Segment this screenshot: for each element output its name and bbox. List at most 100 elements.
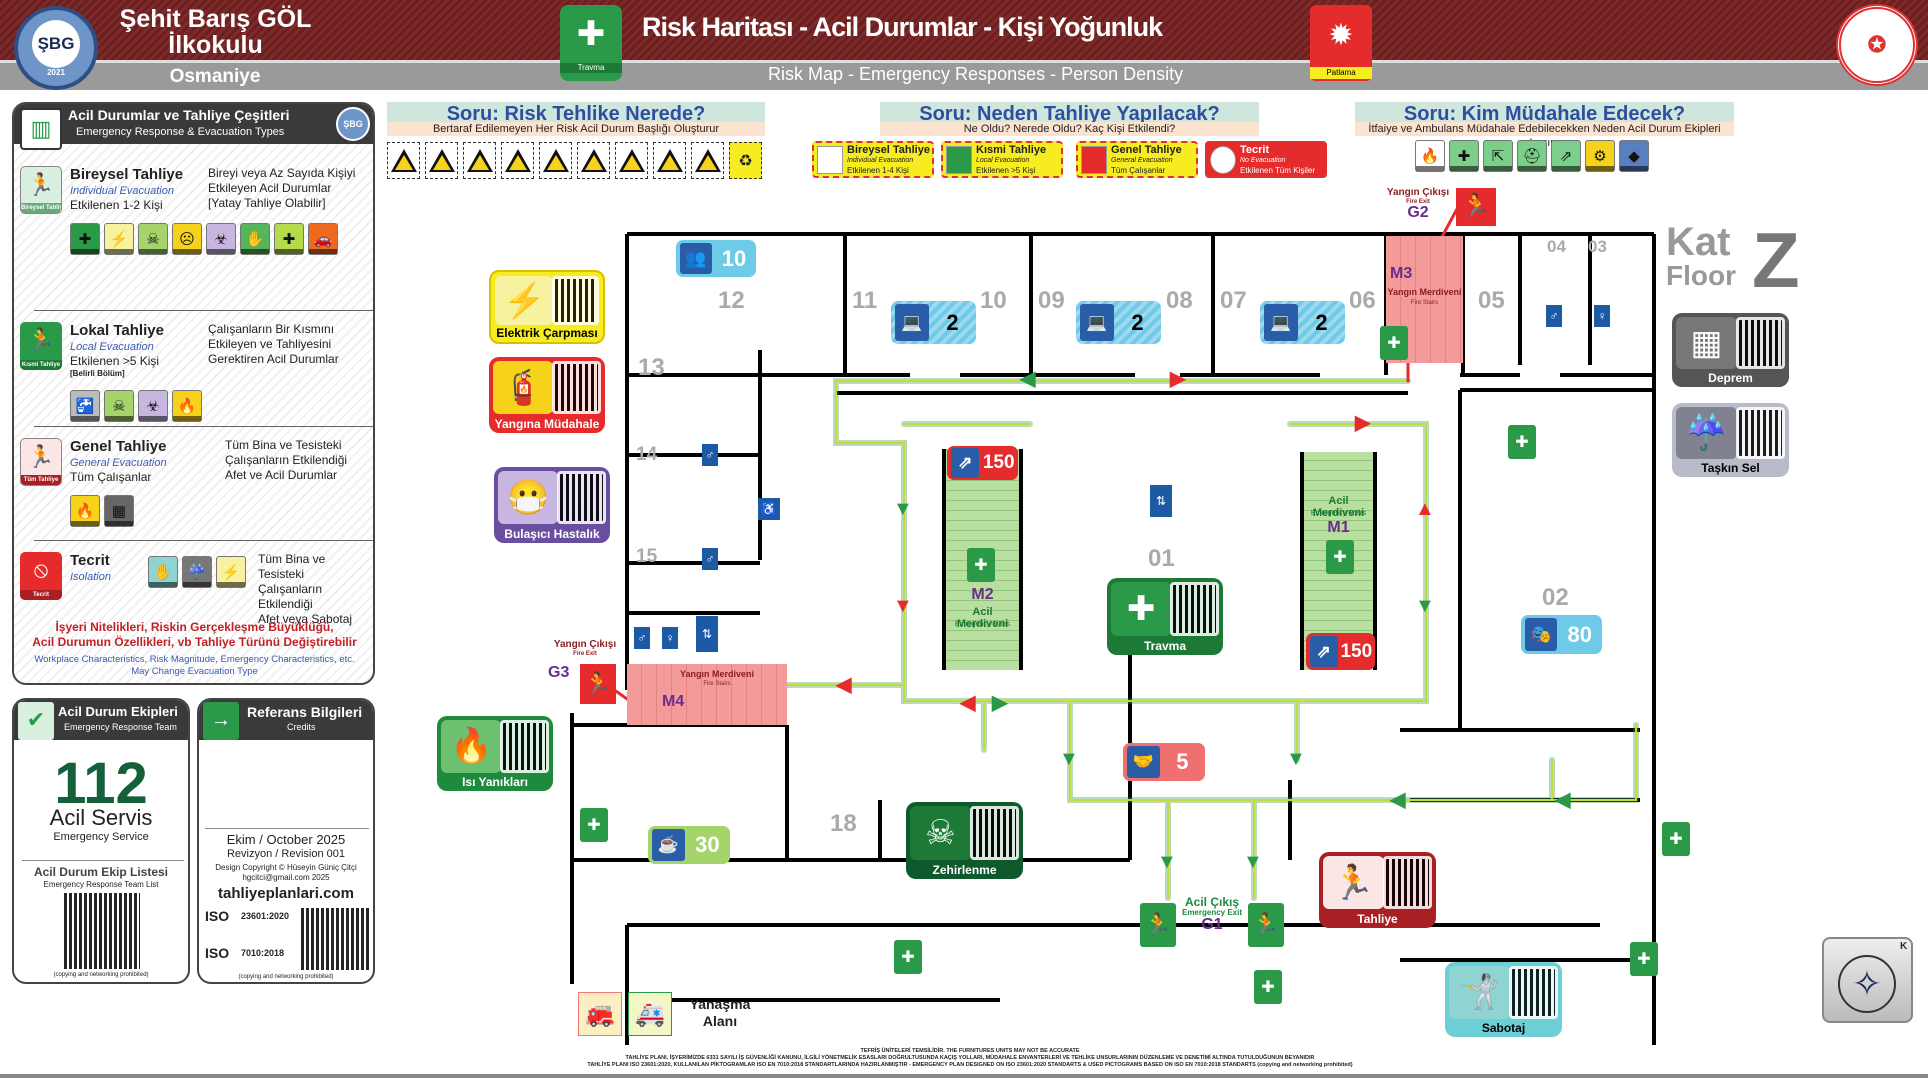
type-bireysel: 🏃 Bireysel Tahliye Bireysel Tahliye Indi… [20,166,365,286]
card-label: Taşkın Sel [1701,461,1760,475]
type-desc: Tüm Bina ve Tesisteki Çalışanların Etkil… [258,552,353,626]
capacity-badge: 💻2 [891,301,976,344]
type-desc: Çalışanların Bir Kısmını Etkileyen ve Ta… [208,322,339,366]
risk-card-earthquake[interactable]: ▦Deprem [1672,313,1789,387]
footer: TEFRİŞ ÜNİTELERİ TEMSİLİDİR. THE FURNITU… [500,1048,1440,1069]
qr-code [500,720,549,773]
risk-card-trauma[interactable]: ✚Travma [1107,578,1223,655]
card-label: Tahliye [1357,912,1398,926]
floor-code: Z [1752,216,1800,304]
first-aid-sign-icon: ✚ [1630,942,1658,976]
logo-year: 2021 [47,67,65,77]
capacity-badge: 👥10 [676,240,756,277]
type-genel: 🏃 Tüm Tahliye Genel Tahliye General Evac… [20,438,365,528]
capacity-value: 150 [1340,640,1373,662]
compass-rose-icon: ✧ [1838,955,1896,1013]
service-name-en: Emergency Service [53,831,149,843]
panel-title: Acil Durumlar ve Tahliye Çeşitleri [68,107,290,123]
elevator-icon: ⇅ [1150,485,1172,517]
ministry-seal: ✪ [1836,4,1918,86]
qr-code [1382,856,1432,910]
first-aid-sign-icon: ✚ [580,808,608,842]
iso-logo: ISO [205,908,230,924]
qr-code [1508,966,1558,1019]
first-aid-sign-icon: ✚ [1326,540,1354,574]
risk-card-sabotage[interactable]: 🤺Sabotaj [1445,962,1562,1037]
risk-card-flood[interactable]: ☔ Taşkın Sel [1672,403,1789,477]
flood-icon: ☔ [182,556,212,588]
qr-code [1735,407,1785,459]
qr-code [551,276,599,325]
risk-card-poisoning[interactable]: ☠Zehirlenme [906,802,1023,879]
isolation-icon [1210,146,1236,174]
chip-affected: Etkilenen 1-4 Kişi [847,166,909,175]
storm-cloud-icon: ☔ [1676,407,1737,459]
compass: ✧ K [1822,937,1913,1023]
floor-label-en: Floor [1666,260,1736,291]
risk-card-fire-response[interactable]: 🧯Yangına Müdahale [489,357,605,433]
arrow-left-icon: ◀ [835,674,852,696]
floorplan-icon: ▥ [20,108,62,150]
arrow-down-icon: ▼ [1286,748,1306,770]
floor-label-tr: Kat [1666,220,1731,264]
capacity-badge: 🎭80 [1521,615,1602,654]
stairs-m4: Yangın Merdiveni Fire Stairs M4 [627,664,787,725]
capacity-value: 150 [982,452,1015,473]
type-affected: Etkilenen >5 Kişi [70,354,160,368]
type-name: Tecrit [70,552,110,569]
website-link[interactable]: tahliyeplanlari.com [218,885,354,902]
chemical-spill-icon: ☠ [104,390,134,422]
capacity-badge: ⇗150 [947,446,1018,480]
capacity-badge: 🤝5 [1123,743,1205,781]
individual-evacuation-sign: 🏃 Bireysel Tahliye [20,166,62,214]
team-icon-row: 🔥✚⇱⛑⇗⚙◆ [1415,140,1649,172]
copy-note: (copying and networking prohibited) [238,974,334,980]
risk-card-heat-burn[interactable]: 🔥Isı Yanıkları [437,716,553,791]
card-label: Isı Yanıkları [462,775,528,789]
assault-icon: ✋ [148,556,178,588]
warning-text: İşyeri Nitelikleri, Riskin Gerçekleşme B… [32,620,357,649]
first-aid-sign-icon: ✚ [1380,326,1408,360]
qr-code [1735,317,1785,369]
chip-affected: Etkilenen >5 Kişi [976,166,1036,175]
team-list-en: Emergency Response Team List [43,880,159,889]
sign-label: Bireysel Tahliye [21,203,61,213]
contagious-disease-icon: ☣ [206,223,236,255]
copy-note: (copying and networking prohibited) [53,972,149,978]
hazard-warning-icon [653,142,686,179]
first-aid-sign-icon: ✚ [967,548,995,582]
warning-text-en: Workplace Characteristics, Risk Magnitud… [34,654,355,677]
logo-monogram: ŞBG [32,19,80,68]
risk-card-contagious-disease[interactable]: 😷Bulaşıcı Hastalık [494,467,610,543]
room-number: 06 [1349,287,1376,314]
stairs-people-icon: ⇗ [1310,635,1338,668]
office-icon: 💻 [1080,304,1114,341]
type-note: [Belirli Bölüm] [70,369,125,378]
capacity-badge: ☕30 [648,826,730,864]
arrow-down-icon: ▼ [893,595,913,617]
first-aid-team-icon: ✚ [1449,140,1479,172]
iso-standard-1: 23601:2020 [241,911,290,921]
sign-label: Kısmi Tahliye [20,360,62,370]
type-desc: Bireyi veya Az Sayıda Kişiyi Etkileyen A… [208,166,356,210]
individual-evacuation-icon: 🏃 [27,172,55,197]
fire-exit-g3-icon[interactable]: 🏃 [580,664,616,704]
emergency-exit-icon[interactable]: 🏃 [1140,903,1176,947]
copyright: Design Copyright © Hüseyin Güniç Çitçi [215,863,357,872]
stairs-name-en: Emergency Stairs [1310,510,1367,517]
risk-card-evacuation[interactable]: 🏃Tahliye [1319,852,1436,928]
rescue-team-icon: ⇱ [1483,140,1513,172]
icon-row: 🔥▦ [70,495,134,527]
chemical-team-icon: ◆ [1619,140,1649,172]
website-qr-code[interactable] [301,908,369,970]
room-number: 15 [636,546,658,567]
trauma-sign-label: Travma [560,63,622,73]
emergency-exit-icon[interactable]: 🏃 [1248,903,1284,947]
fire-exit-g2-icon[interactable]: 🏃 [1456,188,1496,226]
type-en: Isolation [70,571,111,583]
card-label: Zehirlenme [932,863,997,877]
team-list-qr-code[interactable] [64,893,140,969]
risk-card-electric-shock[interactable]: ⚡Elektrik Çarpması [489,270,605,344]
exit-code: G3 [548,664,570,681]
